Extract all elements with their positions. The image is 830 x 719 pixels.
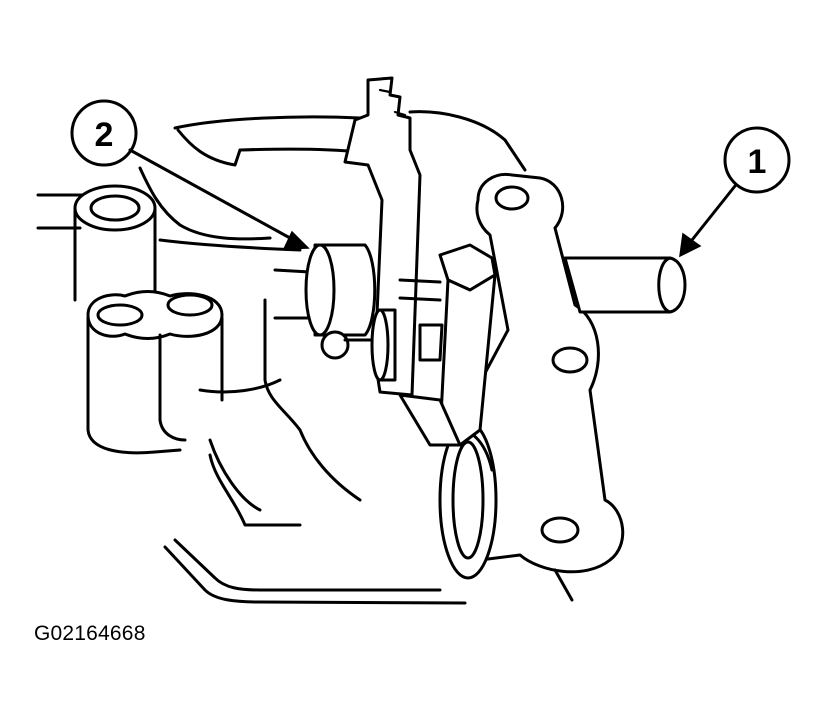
callout-1: 1 xyxy=(679,126,791,258)
selector-cylinder xyxy=(273,243,397,382)
housing-upper-casting xyxy=(173,110,527,172)
callout-2: 2 xyxy=(70,99,310,250)
double-pipe-boss xyxy=(86,290,224,455)
lower-housing-contour xyxy=(163,298,467,605)
shaft-rod xyxy=(563,256,687,314)
callout-2-label: 2 xyxy=(95,116,114,154)
callout-1-label: 1 xyxy=(748,143,767,181)
callout-2-arrowhead xyxy=(282,230,310,250)
upper-pipe-boss xyxy=(73,184,157,302)
callout-1-arrowhead xyxy=(679,232,702,258)
figure-code: G02164668 xyxy=(34,622,146,645)
detent-block xyxy=(398,243,497,447)
